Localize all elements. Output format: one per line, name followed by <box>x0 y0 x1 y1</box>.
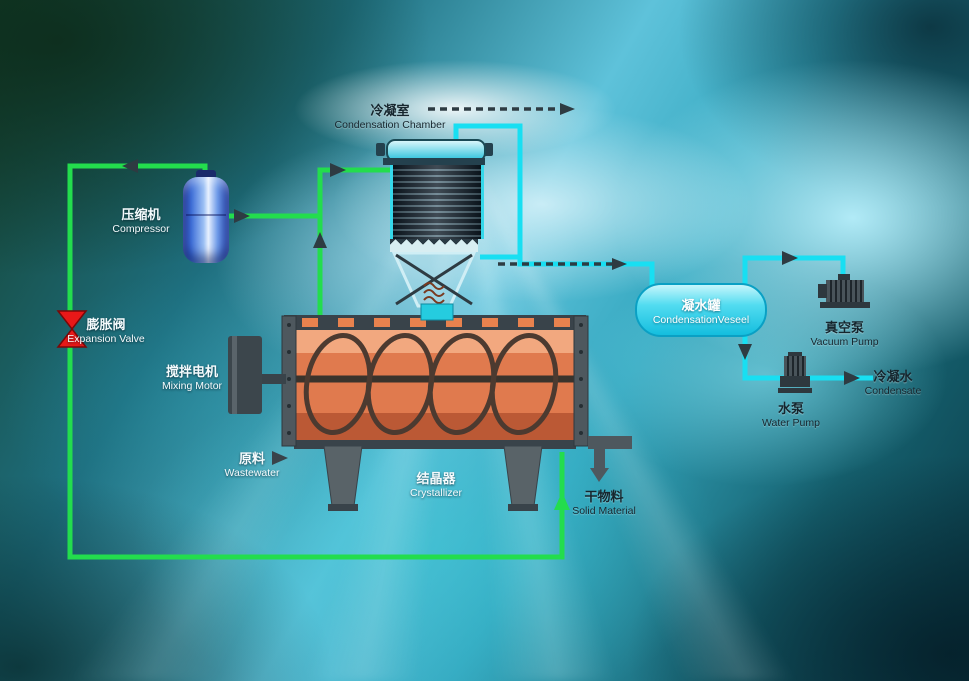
cap-bolts <box>287 323 583 435</box>
solid-outlet-pipe <box>588 436 632 449</box>
flow-arrow-right <box>234 209 250 223</box>
label-en: Vacuum Pump <box>810 336 879 349</box>
flow-arrows <box>122 159 860 510</box>
condensation-chamber-body <box>390 165 484 239</box>
flow-arrow-right <box>782 251 798 265</box>
funnel-x-brace <box>395 253 473 306</box>
flow-arrow-right <box>844 371 860 385</box>
screw-auger <box>303 332 559 436</box>
label-zh: 搅拌电机 <box>165 364 218 379</box>
label-mixing-motor: 搅拌电机 Mixing Motor <box>148 364 236 393</box>
label-zh: 干物料 <box>584 489 624 504</box>
flow-arrow-up <box>313 232 327 248</box>
label-condensation-chamber: 冷凝室 Condensation Chamber <box>315 103 465 132</box>
label-en: Water Pump <box>762 417 820 430</box>
label-en: Condensate <box>864 385 922 398</box>
crystallizer-top-flange <box>284 315 586 330</box>
crystallizer-left-leg <box>323 445 363 507</box>
compressor-seam <box>186 214 226 216</box>
wastewater-inlet-arrow <box>272 451 288 465</box>
flow-arrow-down <box>738 344 752 360</box>
condensation-chamber-teeth <box>390 239 478 252</box>
condensation-vessel-label-en: CondensationVeseel <box>652 313 750 326</box>
expansion-valve-icon <box>56 310 88 348</box>
label-zh: 水泵 <box>777 401 804 416</box>
label-expansion-valve: 膨胀阀 Expansion Valve <box>52 317 160 346</box>
label-compressor: 压缩机 Compressor <box>105 207 177 236</box>
crystallizer-bottom-bar <box>294 440 576 449</box>
label-zh: 冷凝室 <box>370 103 410 118</box>
condensation-vessel: 凝水罐 CondensationVeseel <box>635 283 767 337</box>
chamber-right-lug <box>484 143 493 156</box>
label-en: Condensation Chamber <box>334 119 446 132</box>
solid-outlet-stub <box>594 449 605 469</box>
flow-arrow-right <box>330 163 346 177</box>
label-water-pump: 水泵 Water Pump <box>752 401 830 430</box>
label-zh: 真空泵 <box>824 320 864 335</box>
label-en: Crystallizer <box>410 487 462 500</box>
label-wastewater: 原料 Wastewater <box>212 451 292 480</box>
chamber-left-lug <box>376 143 385 156</box>
water-pump-icon <box>778 352 812 393</box>
label-zh: 原料 <box>238 451 265 466</box>
label-en: Mixing Motor <box>161 380 223 393</box>
label-condensate: 冷凝水 Condensate <box>852 369 934 398</box>
label-zh: 膨胀阀 <box>86 317 126 332</box>
label-en: Compressor <box>112 223 170 236</box>
vapor-funnel <box>391 251 477 321</box>
refrigerant-pipe-compressor-out <box>228 167 391 330</box>
label-en: Wastewater <box>224 467 280 480</box>
funnel-neck <box>420 303 454 321</box>
mixing-motor <box>228 336 286 414</box>
vapor-flow-dashed-arrow-top <box>428 103 575 115</box>
steam-squiggles <box>423 282 445 304</box>
compressor-vessel <box>183 177 229 263</box>
refrigerant-arrow-up <box>554 492 570 510</box>
vapor-flow-dashed-arrow-mid <box>498 258 627 270</box>
label-zh: 压缩机 <box>121 207 161 222</box>
label-en: Solid Material <box>572 505 636 518</box>
label-zh: 冷凝水 <box>873 369 913 384</box>
label-zh: 结晶器 <box>416 471 456 486</box>
crystallizer-highlight <box>294 329 576 353</box>
flange-tabs <box>302 318 570 327</box>
crystallizer-right-leg <box>503 445 543 507</box>
crystallizer-vessel <box>258 315 632 511</box>
condensation-chamber-flange <box>383 158 485 165</box>
condensation-vessel-label-zh: 凝水罐 <box>681 297 721 313</box>
solid-material-arrow-down <box>590 468 609 482</box>
compressor-top-cap <box>196 170 216 180</box>
label-en: Expansion Valve <box>67 333 145 346</box>
label-vacuum-pump: 真空泵 Vacuum Pump <box>802 320 887 349</box>
flow-arrow-left <box>122 159 138 173</box>
vacuum-pump-icon <box>818 274 870 308</box>
vapor-pipe-chamber-to-vessel <box>453 123 655 288</box>
left-foot <box>328 504 358 511</box>
right-foot <box>508 504 538 511</box>
label-solid-material: 干物料 Solid Material <box>558 489 650 518</box>
label-crystallizer: 结晶器 Crystallizer <box>392 471 480 500</box>
